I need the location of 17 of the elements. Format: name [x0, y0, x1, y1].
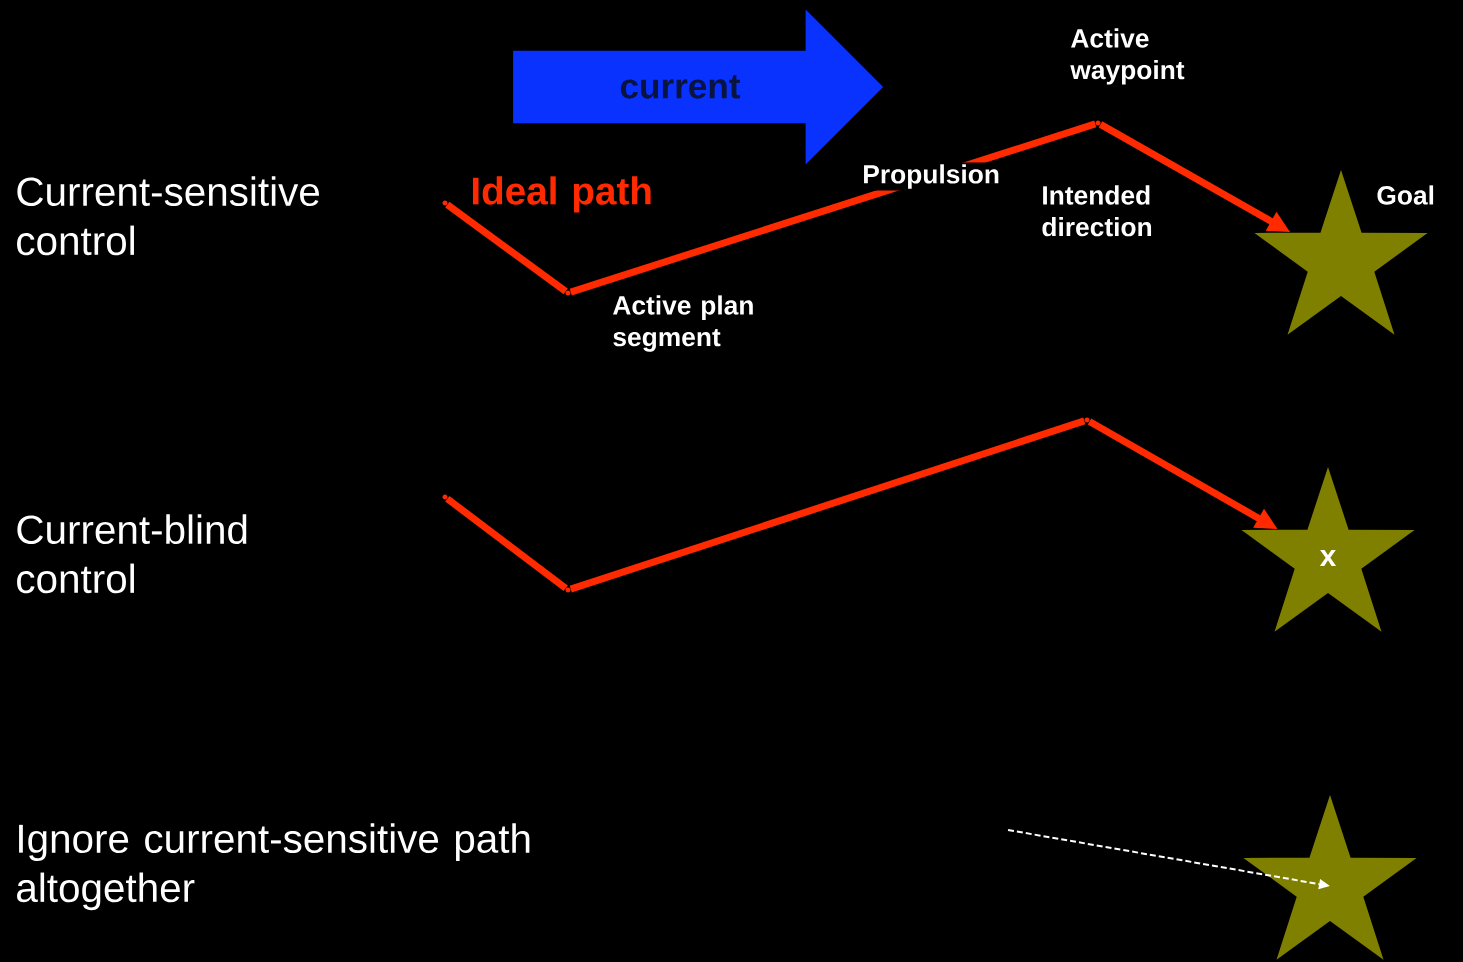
annotation: Intended direction: [1042, 185, 1152, 237]
path-vertex: [442, 494, 448, 500]
annotation: Active waypoint: [1070, 28, 1185, 85]
path-vertex: [565, 587, 571, 593]
row-label: Current-sensitive control: [17, 176, 319, 256]
path-vertex: [565, 290, 571, 296]
annotation: Ideal path: [472, 176, 651, 213]
annotation: Goal: [1377, 185, 1434, 205]
annotation: Active plan segment: [613, 295, 753, 352]
path-vertex: [1084, 417, 1090, 423]
row-label: Current-blind control: [17, 514, 247, 594]
path-vertex: [1095, 120, 1101, 126]
path-vertex: [442, 200, 448, 206]
row-label: Ignore current-sensitive path altogether: [17, 823, 530, 911]
star: x: [1241, 467, 1415, 632]
edge-label: Propulsion: [860, 162, 1002, 191]
star: [1243, 795, 1417, 960]
